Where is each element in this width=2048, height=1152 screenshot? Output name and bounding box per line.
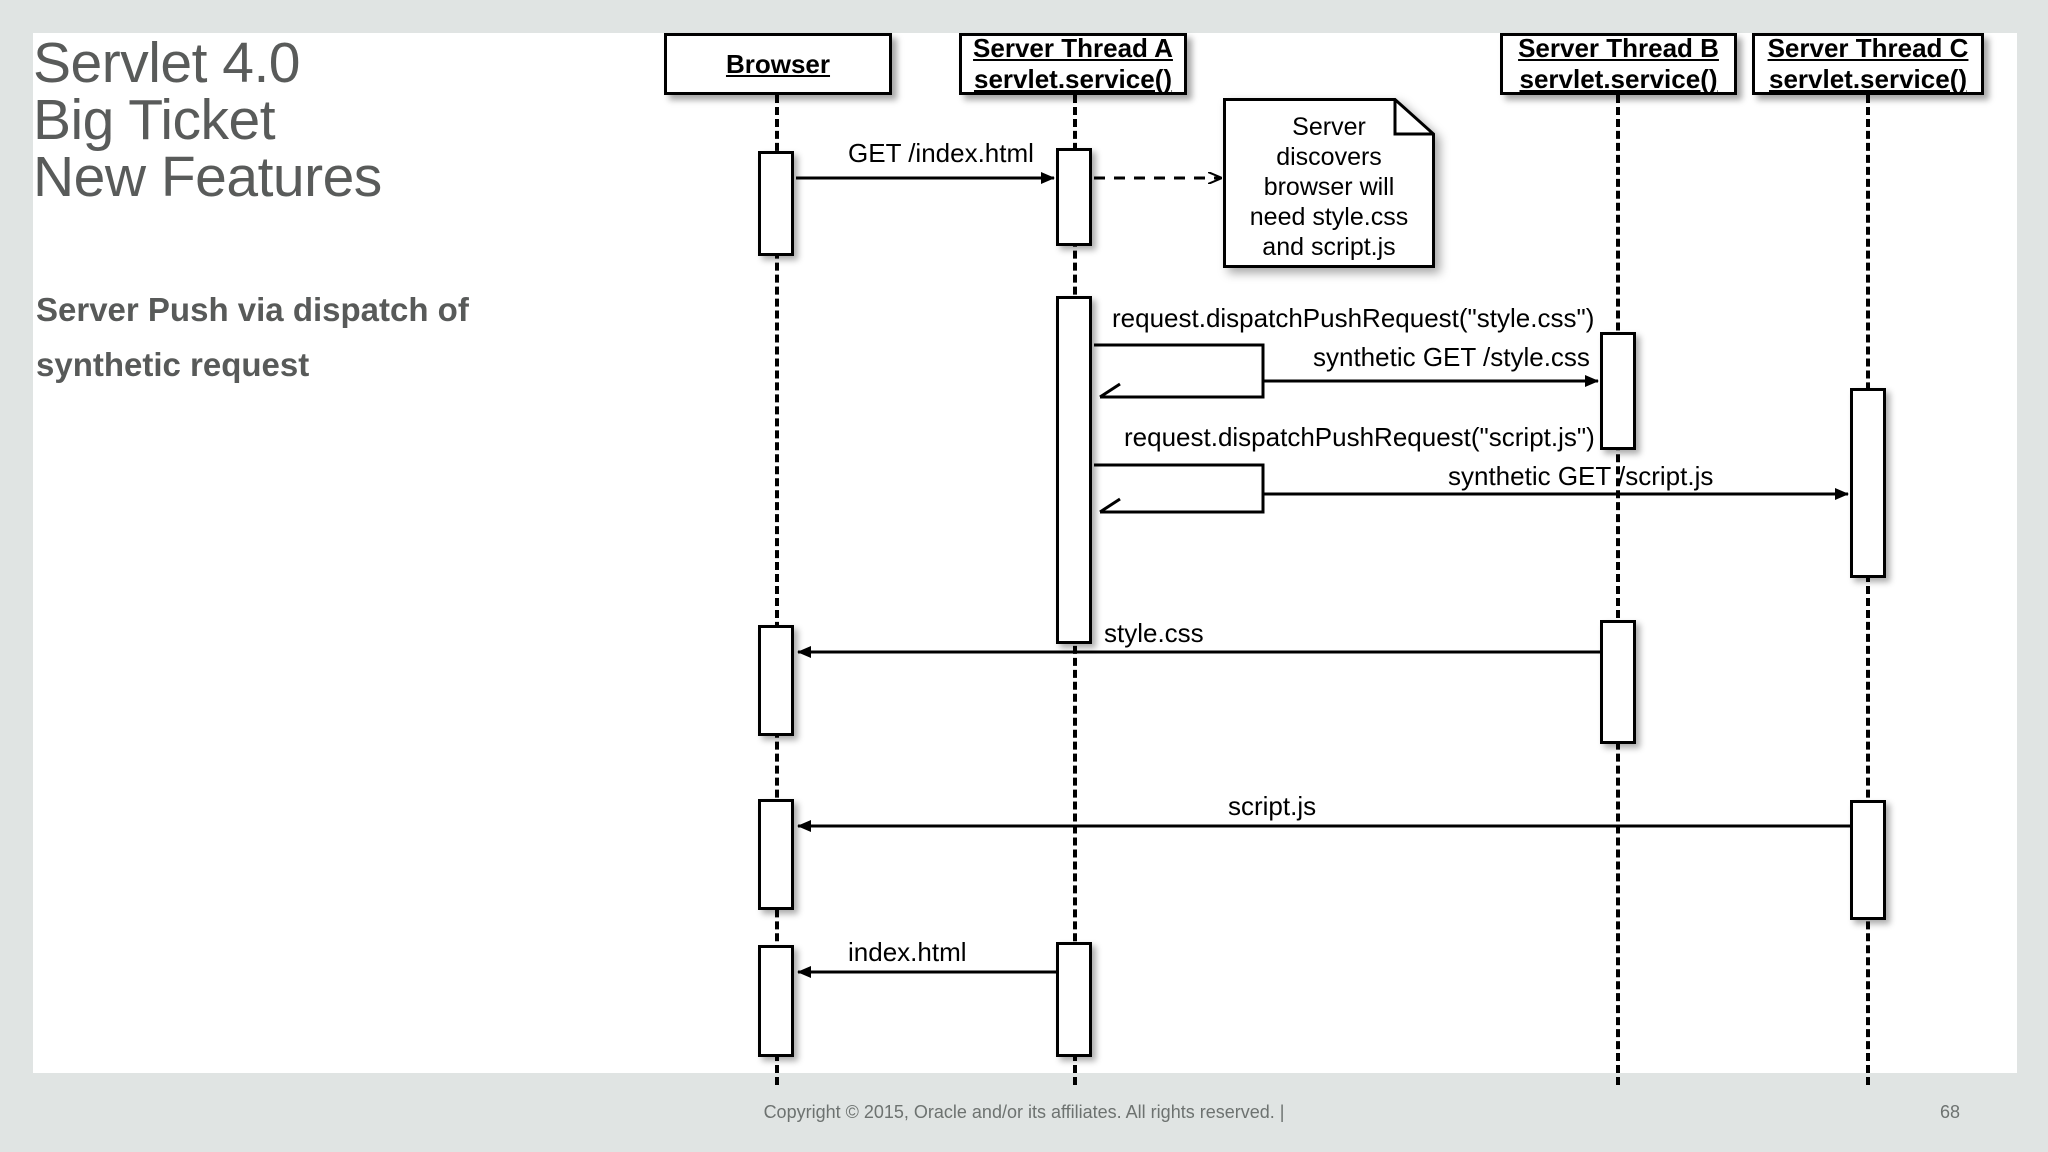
message-label-dispatch-script: request.dispatchPushRequest("script.js") [1124,422,1595,452]
activation-thread-b-1 [1600,332,1636,450]
lifeline-thread-c [1866,95,1870,1085]
participant-header-browser[interactable]: Browser [664,33,892,95]
activation-thread-a-1 [1056,148,1092,246]
footer-page-number: 68 [1939,1102,1961,1122]
activation-thread-b-2 [1600,620,1636,744]
message-label-dispatch-style: request.dispatchPushRequest("style.css") [1112,303,1595,333]
note-server-discovers: Server discovers browser will need style… [1223,98,1435,268]
participant-label-browser: Browser [725,48,831,79]
participant-header-thread-b[interactable]: Server Thread B servlet.service() [1500,33,1737,95]
slide-content-area [33,33,2017,1073]
activation-browser-2 [758,625,794,736]
participant-label-thread-b-line2: servlet.service() [1519,64,1718,94]
activation-thread-a-3 [1056,942,1092,1057]
footer-copyright: Copyright © 2015, Oracle and/or its affi… [763,1102,1285,1122]
note-line-2: discovers [1276,143,1382,171]
participant-label-thread-c-line1: Server Thread C [1767,33,1969,63]
activation-thread-c-2 [1850,800,1886,920]
subtitle-line-1: Server Push via dispatch of [36,291,469,328]
activation-thread-c-1 [1850,388,1886,578]
message-label-script-js: script.js [1228,791,1317,821]
participant-label-thread-a-line2: servlet.service() [973,64,1173,94]
lifeline-thread-b [1616,95,1620,1085]
message-label-index-html: index.html [848,937,967,967]
note-line-3: browser will [1263,173,1395,201]
message-label-synthetic-style: synthetic GET /style.css [1313,342,1590,372]
activation-browser-1 [758,151,794,256]
participant-header-thread-a[interactable]: Server Thread A servlet.service() [959,33,1187,95]
title-line-2: Big Ticket [33,88,276,152]
note-shape-icon [1223,98,1435,268]
activation-thread-a-2 [1056,296,1092,644]
note-line-1: Server [1292,113,1366,141]
lifeline-browser [775,95,779,1085]
note-line-5: and script.js [1262,233,1396,261]
page-subtitle: Server Push via dispatch of synthetic re… [36,282,656,392]
activation-browser-4 [758,945,794,1057]
participant-label-thread-c-line2: servlet.service() [1768,64,1968,94]
title-line-3: New Features [33,145,382,209]
activation-browser-3 [758,799,794,910]
message-label-style-css: style.css [1104,618,1204,648]
participant-header-thread-c[interactable]: Server Thread C servlet.service() [1752,33,1984,95]
message-label-get-index-html: GET /index.html [848,138,1034,168]
title-line-1: Servlet 4.0 [33,31,300,95]
participant-label-thread-a-line1: Server Thread A [973,33,1173,63]
note-line-4: need style.css [1249,203,1409,231]
subtitle-line-2: synthetic request [36,346,310,383]
message-label-synthetic-script: synthetic GET /script.js [1448,461,1714,491]
page-title: Servlet 4.0 Big Ticket New Features [33,35,673,206]
participant-label-thread-b-line1: Server Thread B [1518,33,1719,63]
